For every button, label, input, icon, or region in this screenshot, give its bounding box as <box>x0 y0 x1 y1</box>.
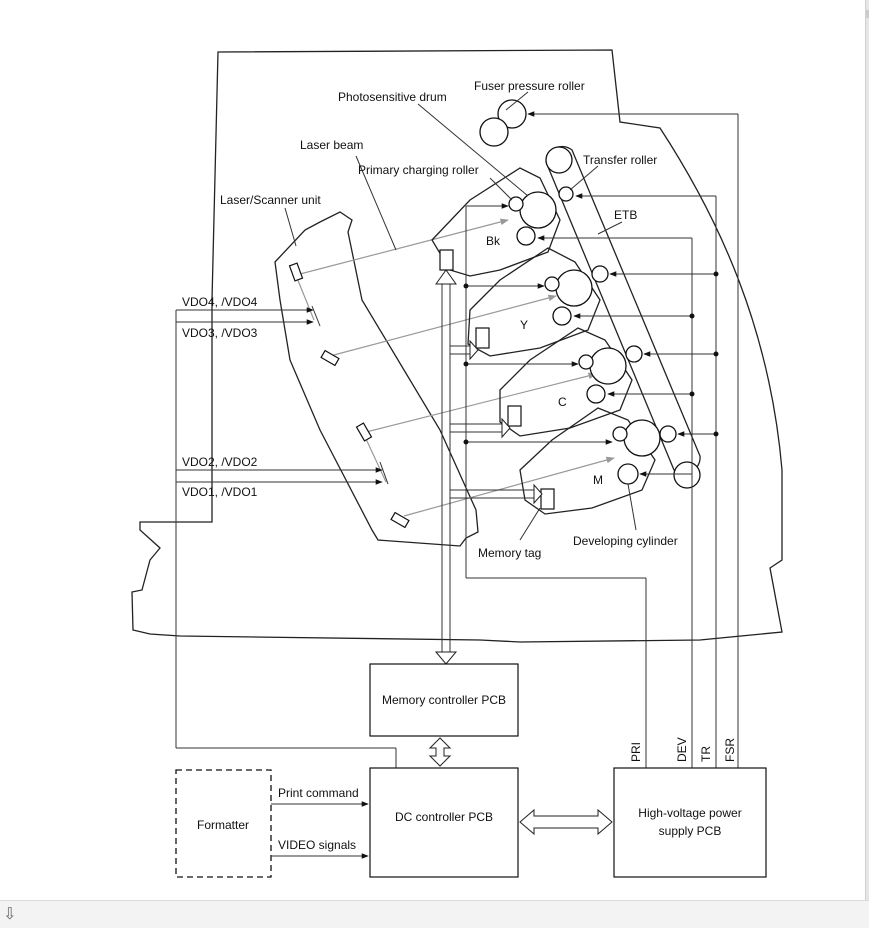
download-icon[interactable]: ⇩ <box>3 904 17 923</box>
svg-text:Memory controller PCB: Memory controller PCB <box>382 693 506 707</box>
dc-controller-pcb: DC controller PCB <box>369 767 519 878</box>
label-y: Y <box>520 318 528 332</box>
svg-text:DC controller PCB: DC controller PCB <box>395 810 493 824</box>
label-vdo4: VDO4, /VDO4 <box>182 295 258 309</box>
svg-text:High-voltage power: High-voltage power <box>638 806 741 820</box>
label-dev: DEV <box>675 737 689 762</box>
bottom-bar: ⇩ <box>0 900 869 928</box>
label-fuser-pressure-roller: Fuser pressure roller <box>474 79 585 93</box>
label-laser-scanner-unit: Laser/Scanner unit <box>220 193 321 207</box>
label-vdo2: VDO2, /VDO2 <box>182 455 258 469</box>
dc-hv-link-arrow <box>519 808 613 836</box>
memory-bus <box>434 269 543 665</box>
memory-dc-link-arrow <box>428 737 452 767</box>
label-vdo1: VDO1, /VDO1 <box>182 485 258 499</box>
label-c: C <box>558 395 567 409</box>
memory-controller-pcb: Memory controller PCB <box>369 663 519 737</box>
label-vdo3: VDO3, /VDO3 <box>182 326 258 340</box>
vertical-scrollbar[interactable] <box>865 0 869 900</box>
label-m: M <box>593 473 603 487</box>
label-etb: ETB <box>614 208 637 222</box>
drum-c <box>589 347 627 385</box>
label-bk: Bk <box>486 234 501 248</box>
high-voltage-lines <box>463 111 739 768</box>
memory-tags <box>439 249 555 510</box>
component-labels: Fuser pressure roller Photosensitive dru… <box>182 79 737 762</box>
label-pri: PRI <box>629 742 643 762</box>
drum-m <box>623 419 661 457</box>
scrollbar-marker <box>866 10 869 18</box>
label-fsr: FSR <box>723 738 737 762</box>
label-memory-tag: Memory tag <box>478 546 541 560</box>
laser-beams <box>292 218 615 517</box>
fuser-roller-bottom <box>479 117 509 147</box>
svg-text:supply PCB: supply PCB <box>659 824 722 838</box>
drum-bk <box>519 191 557 229</box>
etb-belt <box>545 145 701 489</box>
cartridges <box>431 167 656 515</box>
label-laser-beam: Laser beam <box>300 138 363 152</box>
formatter-box: Formatter <box>175 769 272 878</box>
high-voltage-pcb: High-voltage power supply PCB <box>613 767 767 878</box>
formatter-dc-signals: Print command VIDEO signals <box>271 786 369 859</box>
label-video-signals: VIDEO signals <box>278 838 356 852</box>
fuser-roller-top <box>497 99 527 129</box>
vdo-signal-lines <box>175 307 397 768</box>
rollers <box>479 99 677 485</box>
printer-body-outline <box>131 49 783 643</box>
svg-text:Formatter: Formatter <box>197 818 249 832</box>
label-photosensitive-drum: Photosensitive drum <box>338 90 447 104</box>
label-developing-cylinder: Developing cylinder <box>573 534 678 548</box>
label-tr: TR <box>699 746 713 762</box>
label-transfer-roller: Transfer roller <box>583 153 657 167</box>
label-primary-charging-roller: Primary charging roller <box>358 163 479 177</box>
drum-y <box>555 269 593 307</box>
leader-lines <box>284 91 637 541</box>
label-print-command: Print command <box>278 786 359 800</box>
printer-block-diagram: Fuser pressure roller Photosensitive dru… <box>131 49 783 878</box>
laser-scanner-unit <box>274 211 479 547</box>
